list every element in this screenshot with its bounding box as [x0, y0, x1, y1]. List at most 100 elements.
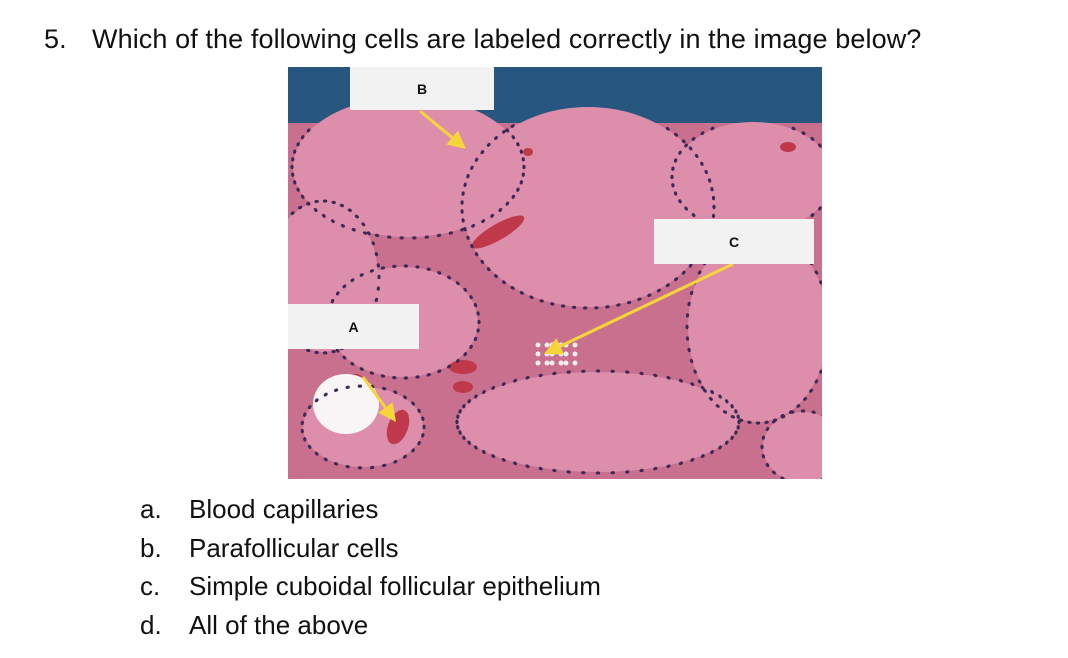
nucleus — [734, 409, 738, 414]
nucleus — [403, 376, 409, 380]
follicle — [463, 107, 713, 307]
red-blood-cells — [523, 148, 533, 156]
nucleus — [476, 311, 480, 316]
question-text: Which of the following cells are labeled… — [92, 24, 922, 54]
nucleus — [678, 461, 683, 466]
nucleus — [581, 369, 586, 373]
nucleus — [470, 165, 474, 170]
nucleus — [505, 128, 510, 133]
nucleus — [501, 458, 506, 462]
nucleus — [688, 263, 693, 268]
pale-cell — [572, 360, 578, 366]
nucleus — [323, 392, 328, 397]
nucleus — [422, 424, 426, 430]
nucleus — [297, 205, 303, 210]
nucleus — [665, 126, 670, 131]
option-c[interactable]: c.Simple cuboidal follicular epithelium — [140, 567, 601, 606]
nucleus — [538, 373, 543, 378]
nucleus — [639, 371, 644, 376]
label-a-text: A — [348, 318, 359, 335]
nucleus — [818, 206, 822, 211]
nucleus — [502, 129, 506, 134]
nucleus — [460, 227, 465, 232]
option-d[interactable]: d.All of the above — [140, 606, 601, 645]
nucleus — [417, 441, 421, 446]
thyroid-micrograph — [288, 67, 822, 479]
nucleus — [460, 209, 464, 214]
nucleus — [637, 297, 642, 301]
nucleus — [814, 270, 819, 275]
nucleus — [350, 361, 355, 366]
nucleus — [437, 369, 442, 373]
pale-cell — [563, 351, 569, 357]
pale-cell — [572, 342, 578, 348]
pale-cell — [563, 360, 569, 366]
nucleus — [516, 187, 520, 192]
nucleus — [691, 213, 696, 218]
nucleus — [730, 415, 735, 419]
nucleus — [755, 421, 761, 425]
nucleus — [374, 233, 380, 238]
nucleus — [818, 143, 822, 148]
nucleus — [511, 135, 516, 140]
nucleus — [403, 395, 407, 400]
nucleus — [765, 462, 770, 468]
nucleus — [498, 207, 503, 213]
nucleus — [689, 358, 694, 364]
nucleus — [737, 419, 741, 425]
nucleus — [550, 302, 555, 306]
option-a[interactable]: a.Blood capillaries — [140, 490, 601, 529]
nucleus — [674, 277, 679, 282]
nucleus — [359, 273, 364, 277]
nucleus — [681, 270, 686, 275]
nucleus — [347, 208, 352, 212]
nucleus — [335, 348, 340, 353]
nucleus — [490, 213, 495, 218]
nucleus — [380, 266, 386, 270]
nucleus — [605, 305, 610, 309]
arrow-shaft — [361, 376, 387, 409]
nucleus — [610, 369, 615, 373]
nucleus — [466, 235, 470, 240]
nucleus — [486, 267, 491, 272]
pale-cell — [544, 360, 550, 366]
nucleus — [303, 437, 307, 442]
red-blood-cells — [471, 215, 525, 249]
nucleus — [505, 201, 510, 206]
nucleus — [685, 324, 689, 330]
nucleus — [730, 404, 734, 409]
option-b[interactable]: b.Parafollicular cells — [140, 529, 601, 568]
arrow-shaft — [559, 262, 734, 348]
nucleus — [290, 211, 295, 215]
nucleus — [610, 471, 615, 475]
question: 5.Which of the following cells are label… — [44, 24, 921, 55]
nucleus — [566, 470, 571, 474]
nucleus — [700, 161, 704, 166]
nucleus — [436, 233, 442, 238]
nucleus — [462, 404, 466, 409]
blood-vessels — [313, 142, 796, 445]
nucleus — [473, 302, 478, 308]
nucleus — [313, 207, 318, 213]
nucleus — [382, 463, 387, 468]
nucleus — [653, 373, 658, 378]
nucleus — [463, 287, 468, 292]
nucleus — [357, 384, 363, 388]
nucleus — [335, 291, 340, 296]
nucleus — [529, 295, 534, 300]
pale-cell — [558, 360, 564, 366]
nucleus — [463, 352, 468, 357]
nucleus — [712, 204, 716, 210]
nucleus — [476, 328, 480, 333]
nucleus — [393, 390, 398, 394]
nucleus — [494, 274, 498, 278]
nucleus — [718, 445, 722, 450]
nucleus — [421, 416, 425, 421]
nucleus — [491, 454, 496, 459]
nucleus — [678, 199, 682, 204]
nucleus — [678, 150, 682, 155]
nucleus — [314, 350, 319, 355]
label-b-text: B — [416, 80, 428, 97]
nucleus — [359, 367, 364, 371]
nucleus — [482, 449, 486, 455]
